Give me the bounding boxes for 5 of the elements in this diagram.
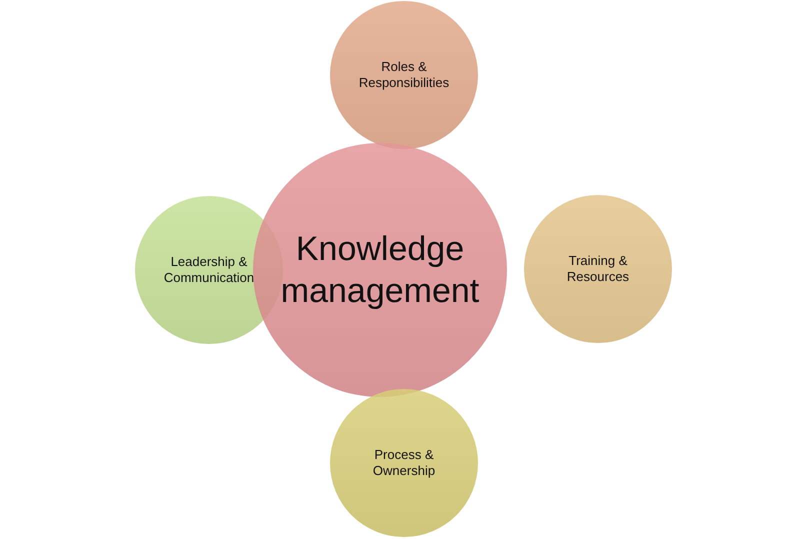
node-text: Roles & Responsibilities bbox=[358, 58, 450, 92]
node-text: Knowledge management bbox=[280, 228, 480, 312]
node-text: Leadership & Communication bbox=[162, 254, 256, 286]
node-text: Training & Resources bbox=[566, 252, 630, 286]
node-text: Process & Ownership bbox=[372, 446, 436, 480]
